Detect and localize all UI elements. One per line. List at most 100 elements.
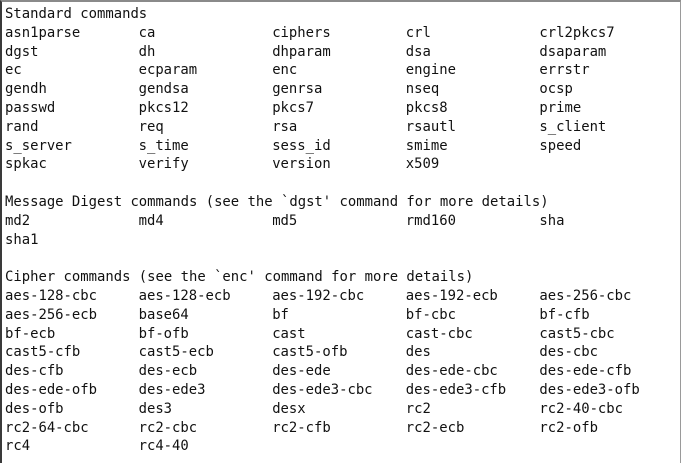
command-row: ec ecparam enc engine errstr xyxy=(5,61,680,80)
command-name: rsautl xyxy=(405,118,456,135)
command-name: des-cfb xyxy=(5,363,64,380)
command-name: aes-128-ecb xyxy=(138,287,231,304)
command-name: rc2 xyxy=(405,400,431,417)
command-name: cast-cbc xyxy=(405,325,473,342)
command-name: req xyxy=(138,118,164,135)
command-name: spkac xyxy=(5,156,47,173)
command-row: rc4 rc4-40 xyxy=(5,437,680,456)
command-name: gendsa xyxy=(138,81,189,98)
command-name: speed xyxy=(539,137,582,154)
command-row: md2 md4 md5 rmd160 sha xyxy=(5,212,680,231)
command-name: crl xyxy=(405,24,431,41)
command-name: nseq xyxy=(405,81,440,98)
command-name: bf-cbc xyxy=(405,306,456,323)
command-name: sha xyxy=(539,212,565,229)
command-name: cast5-ofb xyxy=(272,344,348,361)
command-name: aes-128-cbc xyxy=(5,287,97,304)
section-heading: Standard commands xyxy=(5,6,148,22)
section-heading: Message Digest commands (see the `dgst' … xyxy=(5,193,549,210)
command-name: x509 xyxy=(405,156,440,173)
command-name: aes-256-ecb xyxy=(5,306,97,323)
command-name: des-cbc xyxy=(539,344,598,361)
command-name: smime xyxy=(405,137,448,154)
command-name: des3 xyxy=(138,400,173,417)
command-name: desx xyxy=(272,400,306,417)
command-name: md2 xyxy=(5,212,31,229)
command-name: rmd160 xyxy=(405,212,456,229)
command-name: cast xyxy=(272,325,306,342)
command-name: des-ede3 xyxy=(138,381,206,398)
command-name: sess_id xyxy=(272,137,331,154)
command-name: ecparam xyxy=(138,62,198,79)
command-name: dsa xyxy=(405,43,431,60)
command-name: rc4-40 xyxy=(138,438,189,455)
command-row: gendh gendsa genrsa nseq ocsp xyxy=(5,80,680,99)
command-name: enc xyxy=(272,62,298,79)
command-name: cast5-cfb xyxy=(5,344,81,361)
command-name: s_client xyxy=(539,118,607,135)
blank-line xyxy=(5,174,680,193)
command-name: base64 xyxy=(138,306,189,323)
command-row: spkac verify version x509 xyxy=(5,155,680,174)
command-name: rsa xyxy=(272,118,298,135)
command-name: genrsa xyxy=(272,81,323,98)
command-name: md5 xyxy=(272,212,298,229)
command-name: rc2-64-cbc xyxy=(5,419,89,436)
command-name: asn1parse xyxy=(5,24,81,41)
section-heading: Cipher commands (see the `enc' command f… xyxy=(5,269,474,286)
command-name: ec xyxy=(5,62,22,79)
command-name: dhparam xyxy=(272,43,331,60)
command-name: gendh xyxy=(5,81,47,98)
command-name: pkcs7 xyxy=(272,99,315,116)
command-name: pkcs8 xyxy=(405,99,448,116)
command-name: rc4 xyxy=(5,438,31,455)
command-name: rand xyxy=(5,118,39,135)
command-name: des-ede3-cfb xyxy=(405,381,507,398)
command-name: des-ede-cfb xyxy=(539,363,632,380)
command-name: prime xyxy=(539,99,582,116)
command-name: des-ede3-cbc xyxy=(272,381,373,398)
command-name: cast5-cbc xyxy=(539,325,615,342)
command-name: bf xyxy=(272,306,289,323)
command-name: sha1 xyxy=(5,231,39,248)
command-name: md4 xyxy=(138,212,164,229)
command-name: s_server xyxy=(5,137,72,154)
command-name: engine xyxy=(405,62,456,79)
command-row: des-cfb des-ecb des-ede des-ede-cbc des-ede-… xyxy=(5,362,680,381)
command-row: passwd pkcs12 pkcs7 pkcs8 prime xyxy=(5,99,680,118)
command-name: des-ede xyxy=(272,363,331,380)
command-name: rc2-cbc xyxy=(138,419,198,436)
command-name: des-ede3-ofb xyxy=(539,381,640,398)
command-name: errstr xyxy=(539,62,590,79)
command-name: pkcs12 xyxy=(138,99,189,116)
command-name: des-ecb xyxy=(138,363,198,380)
command-name: rc2-40-cbc xyxy=(539,400,624,417)
command-name: aes-192-cbc xyxy=(272,287,365,304)
command-row: sha1 xyxy=(5,231,680,250)
command-name: dh xyxy=(138,43,156,60)
command-name: rc2-ofb xyxy=(539,419,598,436)
command-name: dsaparam xyxy=(539,43,607,60)
command-name: cast5-ecb xyxy=(138,344,214,361)
command-name: ocsp xyxy=(539,81,573,98)
command-name: des-ofb xyxy=(5,400,64,417)
command-name: bf-ecb xyxy=(5,325,56,342)
command-name: verify xyxy=(138,156,189,173)
command-name: crl2pkcs7 xyxy=(539,24,615,41)
command-name: aes-256-cbc xyxy=(539,287,632,304)
command-name: passwd xyxy=(5,99,56,116)
command-name: ciphers xyxy=(272,24,331,41)
command-name: version xyxy=(272,156,331,173)
command-name: rc2-ecb xyxy=(405,419,465,436)
command-name: des-ede-cbc xyxy=(405,363,498,380)
